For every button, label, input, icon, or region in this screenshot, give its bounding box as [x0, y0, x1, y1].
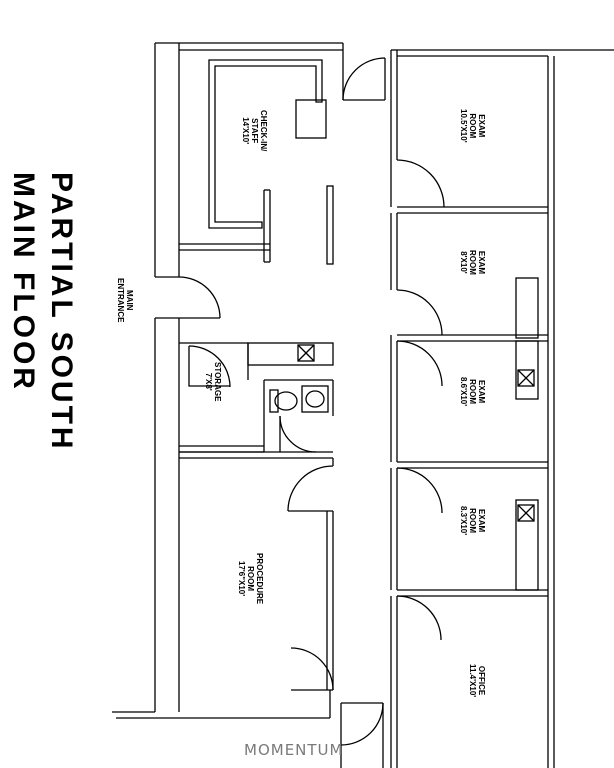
room-label-exam-3: EXAM ROOM 8.6'X10' — [459, 377, 486, 406]
exam2-name-1: EXAM — [477, 250, 486, 274]
exam-room-2-door — [396, 289, 443, 336]
office-door — [396, 595, 442, 641]
office-name-1: OFFICE — [477, 665, 486, 696]
toilet-tank — [269, 389, 279, 413]
main-entrance-line-2: ENTRANCE — [116, 278, 125, 323]
exam3-name-1: EXAM — [477, 380, 486, 404]
plan-title-line-1: PARTIAL SOUTH — [45, 172, 78, 452]
exam4-size: 8.3'X10' — [459, 506, 468, 536]
procedure-room-door — [287, 465, 334, 512]
procedure-name-2: ROOM — [246, 566, 255, 591]
exam1-size: 10.5'X10' — [459, 109, 468, 143]
room-label-exam-2: EXAM ROOM 8'X10' — [459, 250, 486, 275]
bottom-hall-door — [340, 702, 384, 746]
sink — [301, 385, 329, 413]
exam-room-1-door — [396, 159, 445, 208]
room-label-office: OFFICE 11.4'X10' — [468, 664, 486, 697]
exam-room-4-door — [396, 467, 443, 514]
watermark: MOMENTUM — [244, 741, 344, 759]
main-entrance-door — [178, 276, 221, 319]
top-hall-door — [342, 57, 386, 101]
room-label-procedure: PROCEDURE ROOM 17'6"X10' — [237, 553, 264, 604]
exam4-name-2: ROOM — [468, 508, 477, 534]
hall-partition — [326, 185, 334, 265]
main-entrance-line-1: MAIN — [125, 290, 134, 311]
procedure-name-1: PROCEDURE — [255, 553, 264, 605]
checkin-name-2: STAFF — [250, 118, 259, 144]
plan-title-line-2: MAIN FLOOR — [7, 172, 40, 392]
storage-size: 7'X8' — [204, 372, 213, 391]
exam4-name-1: EXAM — [477, 509, 486, 533]
main-entrance-label: MAIN ENTRANCE — [116, 278, 134, 322]
storage-name-1: STORAGE — [213, 362, 222, 402]
room-label-storage: STORAGE 7'X8' — [204, 362, 222, 401]
procedure-room-lower-door — [290, 647, 334, 691]
room-label-checkin: CHECK-IN/ STAFF 14'X10' — [241, 110, 268, 151]
storage-door — [188, 346, 230, 387]
room-label-exam-4: EXAM ROOM 8.3'X10' — [459, 506, 486, 535]
exam1-name-1: EXAM — [477, 114, 486, 138]
exam-room-2-counter — [515, 277, 539, 339]
checkin-cabinet — [295, 99, 327, 139]
checkin-size: 14'X10' — [241, 117, 250, 145]
exam3-name-2: ROOM — [468, 379, 477, 405]
restroom-vanity — [247, 342, 334, 366]
checkin-counter — [208, 59, 323, 229]
procedure-size: 17'6"X10' — [237, 560, 246, 597]
restroom-door — [279, 415, 317, 453]
exam-room-3-counter — [515, 340, 539, 400]
exam1-name-2: ROOM — [468, 113, 477, 139]
exam3-size: 8.6'X10' — [459, 377, 468, 407]
office-size: 11.4'X10' — [468, 664, 477, 698]
checkin-name-1: CHECK-IN/ — [259, 110, 268, 152]
toilet-bowl — [274, 391, 298, 411]
room-label-exam-1: EXAM ROOM 10.5'X10' — [459, 109, 486, 143]
exam-room-3-door — [396, 340, 443, 387]
exam-room-4-counter — [515, 499, 539, 591]
exam2-name-2: ROOM — [468, 250, 477, 275]
exam2-size: 8'X10' — [459, 251, 468, 274]
